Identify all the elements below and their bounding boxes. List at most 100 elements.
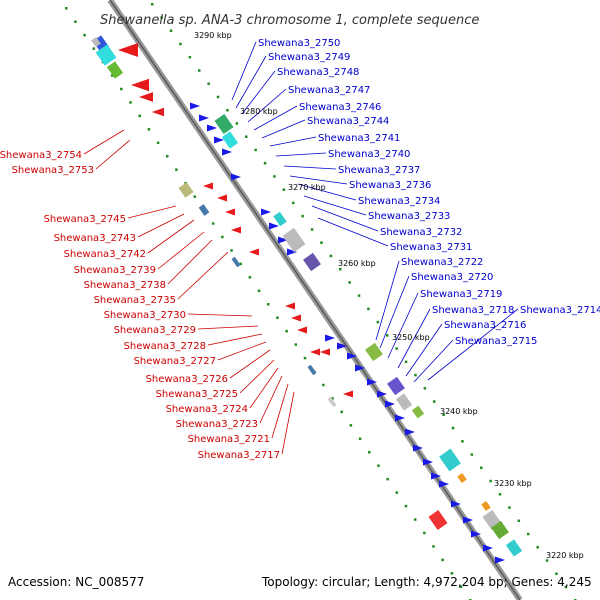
gene-label-shewana3_2716[interactable]: Shewana3_2716 <box>444 320 526 331</box>
gene-label-shewana3_2732[interactable]: Shewana3_2732 <box>380 227 462 238</box>
gene-labels[interactable]: Shewana3_2750Shewana3_2749Shewana3_2748S… <box>0 38 600 461</box>
gene-label-shewana3_2726[interactable]: Shewana3_2726 <box>146 374 228 385</box>
inner-guide-dot <box>156 141 160 145</box>
gene-label-shewana3_2742[interactable]: Shewana3_2742 <box>64 249 146 260</box>
gene-label-shewana3_2741[interactable]: Shewana3_2741 <box>318 133 400 144</box>
gene-label-shewana3_2718[interactable]: Shewana3_2718 <box>432 305 514 316</box>
inner-guide-dot <box>395 491 399 494</box>
inner-guide-dot <box>129 101 132 104</box>
label-leader <box>127 205 177 219</box>
gene-label-shewana3_2748[interactable]: Shewana3_2748 <box>277 67 359 78</box>
label-leader <box>207 333 263 346</box>
gene-block <box>282 227 306 253</box>
gene-block <box>273 211 287 227</box>
forward-gene-arrow <box>355 364 365 372</box>
gene-label-shewana3_2715[interactable]: Shewana3_2715 <box>455 336 537 347</box>
forward-gene-arrow <box>347 352 357 360</box>
gene-label-shewana3_2719[interactable]: Shewana3_2719 <box>420 289 502 300</box>
gene-label-shewana3_2727[interactable]: Shewana3_2727 <box>134 356 216 367</box>
gene-label-shewana3_2747[interactable]: Shewana3_2747 <box>288 85 370 96</box>
kbp-tick-label: 3220 kbp <box>546 551 584 560</box>
reverse-gene-arrow <box>152 107 164 117</box>
inner-guide-dot <box>404 504 408 508</box>
outer-guide-dot <box>536 546 539 549</box>
gene-label-shewana3_2738[interactable]: Shewana3_2738 <box>84 280 166 291</box>
gene-label-shewana3_2722[interactable]: Shewana3_2722 <box>401 257 483 268</box>
gene-block <box>457 473 467 483</box>
gene-block <box>481 501 491 511</box>
gene-label-shewana3_2731[interactable]: Shewana3_2731 <box>390 242 472 253</box>
label-leader <box>231 41 257 101</box>
forward-gene-arrow <box>199 114 209 122</box>
gene-label-shewana3_2744[interactable]: Shewana3_2744 <box>307 116 389 127</box>
gene-label-shewana3_2737[interactable]: Shewana3_2737 <box>338 165 420 176</box>
reverse-gene-arrow <box>285 302 295 310</box>
gene-block <box>428 510 448 530</box>
label-leader <box>229 349 271 379</box>
inner-guide-dot <box>432 545 435 548</box>
inner-guide-dot <box>83 33 86 37</box>
label-leader <box>303 195 367 216</box>
gene-tracks <box>65 0 577 600</box>
gene-label-shewana3_2720[interactable]: Shewana3_2720 <box>411 272 493 283</box>
gene-label-shewana3_2745[interactable]: Shewana3_2745 <box>44 214 126 225</box>
gene-block <box>221 131 239 149</box>
outer-guide-dot <box>508 506 511 509</box>
label-leader <box>311 205 379 232</box>
gene-label-shewana3_2750[interactable]: Shewana3_2750 <box>258 38 340 49</box>
label-leader <box>275 152 327 157</box>
gene-block <box>307 364 317 376</box>
inner-guide-dot <box>221 235 224 239</box>
forward-gene-arrow <box>207 124 217 132</box>
forward-gene-arrow <box>278 236 288 244</box>
reverse-gene-arrow <box>139 92 153 102</box>
outer-guide-dot <box>461 440 464 443</box>
inner-guide-dot <box>368 451 371 454</box>
gene-label-shewana3_2736[interactable]: Shewana3_2736 <box>349 180 431 191</box>
outer-guide-dot <box>517 519 521 523</box>
gene-label-shewana3_2733[interactable]: Shewana3_2733 <box>368 211 450 222</box>
label-leader <box>413 339 454 383</box>
gene-label-shewana3_2743[interactable]: Shewana3_2743 <box>54 233 136 244</box>
gene-label-shewana3_2724[interactable]: Shewana3_2724 <box>166 404 248 415</box>
inner-guide-dot <box>257 289 261 293</box>
forward-gene-arrow <box>377 390 387 398</box>
gene-label-shewana3_2714[interactable]: Shewana3_2714 <box>520 305 600 316</box>
gene-label-shewana3_2735[interactable]: Shewana3_2735 <box>94 295 176 306</box>
label-leader <box>177 251 229 300</box>
gene-block <box>505 539 523 557</box>
gene-label-shewana3_2721[interactable]: Shewana3_2721 <box>188 434 270 445</box>
gene-label-shewana3_2753[interactable]: Shewana3_2753 <box>12 165 94 176</box>
gene-label-shewana3_2728[interactable]: Shewana3_2728 <box>124 341 206 352</box>
inner-guide-dot <box>423 531 426 535</box>
forward-gene-arrow <box>385 400 395 408</box>
outer-guide-dot <box>404 360 408 364</box>
gene-label-shewana3_2729[interactable]: Shewana3_2729 <box>114 325 196 336</box>
reverse-gene-arrow <box>118 43 138 57</box>
gene-label-shewana3_2740[interactable]: Shewana3_2740 <box>328 149 410 160</box>
accession-text: Accession: NC_008577 <box>8 575 144 589</box>
label-leader <box>187 313 253 317</box>
gene-label-shewana3_2723[interactable]: Shewana3_2723 <box>176 419 258 430</box>
inner-guide-dot <box>386 477 389 481</box>
gene-label-shewana3_2739[interactable]: Shewana3_2739 <box>74 265 156 276</box>
inner-guide-dot <box>193 195 197 198</box>
kbp-tick-label: 3260 kbp <box>338 259 376 268</box>
gene-label-shewana3_2730[interactable]: Shewana3_2730 <box>104 310 186 321</box>
label-leader <box>379 275 410 349</box>
gene-label-shewana3_2754[interactable]: Shewana3_2754 <box>0 150 82 161</box>
outer-guide-dot <box>216 95 220 99</box>
gene-label-shewana3_2725[interactable]: Shewana3_2725 <box>156 389 238 400</box>
outer-guide-dot <box>310 228 314 231</box>
gene-label-shewana3_2734[interactable]: Shewana3_2734 <box>358 196 440 207</box>
outer-guide-dot <box>357 294 361 297</box>
kbp-tick-label: 3270 kbp <box>288 183 326 192</box>
forward-gene-arrow <box>495 556 505 564</box>
gene-label-shewana3_2717[interactable]: Shewana3_2717 <box>198 450 280 461</box>
inner-guide-dot <box>211 222 215 225</box>
gene-block <box>303 252 321 272</box>
forward-gene-arrow <box>483 544 493 552</box>
gene-label-shewana3_2746[interactable]: Shewana3_2746 <box>299 102 381 113</box>
forward-gene-arrow <box>471 530 481 538</box>
gene-label-shewana3_2749[interactable]: Shewana3_2749 <box>268 52 350 63</box>
